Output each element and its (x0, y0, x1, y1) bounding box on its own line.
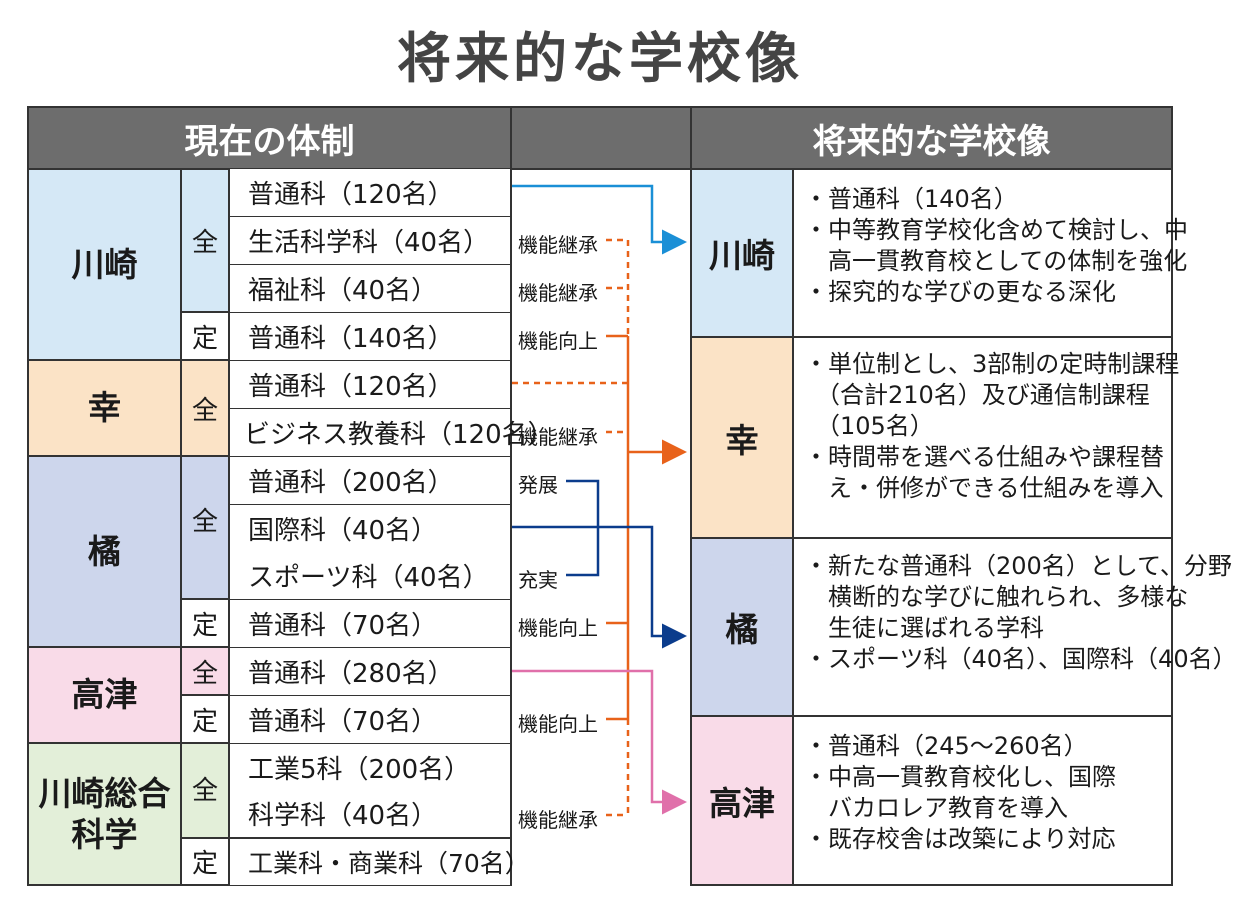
link-label-jujitsu: 充実 (518, 568, 558, 592)
arrow-kawasaki (512, 184, 687, 255)
connector-lines (512, 184, 687, 817)
link-label-kino-kojo-3: 機能向上 (518, 712, 598, 736)
future-desc-tachibana: ・新たな普通科（200名）として、分野 横断的な学びに触れられ、多様な 生徒に選… (792, 537, 1237, 717)
school-kawasaki-sogo-line2: 科学 (71, 815, 138, 854)
school-kawasaki-sogo: 川崎総合 科学 (27, 742, 182, 886)
future-school-takatsu: 高津 (690, 715, 794, 886)
future-school-header: 将来的な学校像 (690, 106, 1173, 170)
course-kawasaki-fukushi: 福祉科（40名） (228, 264, 512, 313)
desc-line: 生徒に選ばれる学科 (804, 614, 1044, 642)
school-saiwai: 幸 (27, 359, 182, 457)
desc-line: ・単位制とし、3部制の定時制課程 (804, 350, 1180, 378)
future-desc-takatsu: ・普通科（245～260名） ・中高一貫教育校化し、国際 バカロレア教育を導入 … (792, 715, 1173, 886)
course-tachibana-tei-futsu: 普通科（70名） (228, 599, 512, 648)
course-saiwai-business: ビジネス教養科（120名） (228, 408, 554, 457)
future-school-kawasaki: 川崎 (690, 168, 794, 338)
course-sogo-kogyo: 工業5科（200名） (228, 743, 512, 791)
course-takatsu-tei-futsu: 普通科（70名） (228, 695, 512, 744)
link-label-kino-keisho-3: 機能継承 (518, 425, 598, 449)
arrow-saiwai-collector (512, 238, 687, 817)
course-kawasaki-seikatsu: 生活科学科（40名） (228, 216, 512, 265)
school-tachibana: 橘 (27, 455, 182, 648)
desc-line: ・普通科（140名） (804, 185, 1018, 213)
desc-line: （合計210名）及び通信制課程 (804, 381, 1150, 409)
type-sogo-zen: 全 (180, 742, 230, 839)
link-label-kino-kojo-2: 機能向上 (518, 616, 598, 640)
link-label-kino-keisho-4: 機能継承 (518, 808, 598, 832)
course-tachibana-kokusai: 国際科（40名） (228, 504, 512, 552)
current-system-header: 現在の体制 (27, 106, 512, 170)
course-kawasaki-tei-futsu: 普通科（140名） (228, 312, 512, 361)
desc-line: ・時間帯を選べる仕組みや課程替 (804, 443, 1164, 471)
course-takatsu-futsu: 普通科（280名） (228, 647, 512, 696)
future-school-tachibana: 橘 (690, 537, 794, 717)
link-label-hatten: 発展 (518, 473, 558, 497)
type-kawasaki-zen: 全 (180, 168, 230, 313)
desc-line: え・併修ができる仕組みを導入 (804, 474, 1164, 502)
future-school-saiwai: 幸 (690, 336, 794, 539)
link-label-kino-keisho-1: 機能継承 (518, 233, 598, 257)
future-desc-saiwai: ・単位制とし、3部制の定時制課程 （合計210名）及び通信制課程 （105名） … (792, 336, 1180, 539)
course-sogo-kagaku: 科学科（40名） (228, 790, 512, 838)
future-desc-kawasaki: ・普通科（140名） ・中等教育学校化含めて検討し、中 高一貫教育校としての体制… (792, 168, 1188, 338)
school-kawasaki-sogo-line1: 川崎総合 (38, 773, 171, 813)
link-label-kino-kojo-1: 機能向上 (518, 329, 598, 353)
type-sogo-tei: 定 (180, 837, 230, 886)
desc-line: ・探究的な学びの更なる深化 (804, 278, 1116, 306)
type-takatsu-zen: 全 (180, 646, 230, 696)
desc-line: 高一貫教育校としての体制を強化 (804, 247, 1188, 275)
desc-line: バカロレア教育を導入 (804, 794, 1068, 822)
desc-line: ・新たな普通科（200名）として、分野 (804, 552, 1232, 580)
desc-line: ・普通科（245～260名） (804, 732, 1088, 760)
link-label-kino-keisho-2: 機能継承 (518, 281, 598, 305)
page-title: 将来的な学校像 (397, 27, 803, 90)
arrow-takatsu (512, 669, 687, 815)
desc-line: ・既存校舎は改築により対応 (804, 825, 1116, 853)
desc-line: ・中等教育学校化含めて検討し、中 (804, 216, 1188, 244)
type-saiwai-zen: 全 (180, 359, 230, 457)
desc-line: ・スポーツ科（40名）、国際科（40名） (804, 645, 1237, 673)
school-kawasaki: 川崎 (27, 168, 182, 361)
course-sogo-kogyo-shogyo: 工業科・商業科（70名） (228, 838, 530, 886)
school-takatsu: 高津 (27, 646, 182, 744)
desc-line: （105名） (804, 412, 934, 440)
desc-line: 横断的な学びに触れられ、多様な (804, 583, 1189, 611)
desc-line: ・中高一貫教育校化し、国際 (804, 763, 1116, 791)
arrow-tachibana (512, 479, 687, 649)
